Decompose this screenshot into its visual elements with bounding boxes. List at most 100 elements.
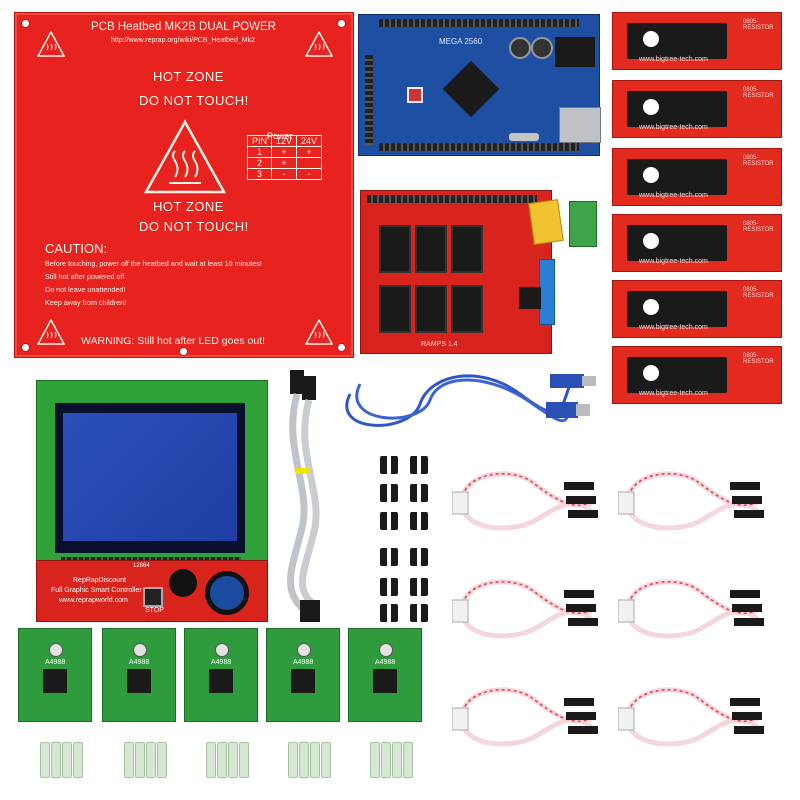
endstop-board: www.bigtree-tech.com 0805-RESISTOR	[612, 148, 782, 206]
driver-chip	[209, 669, 233, 693]
potentiometer	[133, 643, 147, 657]
lcd-site: www.reprapworld.com	[59, 597, 128, 604]
crystal	[509, 133, 539, 141]
jumper-cap	[380, 604, 398, 622]
lcd-brand: RepRapDiscount	[73, 577, 126, 584]
mosfet	[519, 287, 541, 309]
jumper-cap	[410, 456, 428, 474]
endstop-resistor-label: 0805-RESISTOR	[743, 221, 774, 233]
microcontroller-chip	[442, 60, 500, 118]
caution-line: Keep away from children!	[45, 298, 127, 307]
ramps-label: RAMPS 1.4	[421, 341, 458, 348]
endstop-cable	[452, 471, 598, 531]
heatsink	[40, 742, 90, 778]
driver-chip	[373, 669, 397, 693]
heatbed-url: http://www.reprap.org/wiki/PCB_Heatbed_M…	[111, 37, 255, 44]
hot-surface-icon	[305, 319, 333, 345]
jumper-cap	[380, 484, 398, 502]
power-table-12v: +	[271, 146, 298, 158]
endstop-resistor-label: 0805-RESISTOR	[743, 87, 774, 99]
usb-cable	[345, 374, 596, 427]
driver-label: A4988	[129, 659, 150, 666]
hot-surface-icon	[37, 31, 65, 57]
caution-line: Do not leave unattended!	[45, 285, 126, 294]
jumper-cap	[380, 548, 398, 566]
driver-chip	[127, 669, 151, 693]
caution-line: Still hot after powered off	[45, 272, 125, 281]
heatbed-title: PCB Heatbed MK2B DUAL POWER	[91, 21, 276, 33]
hot-surface-icon	[37, 319, 65, 345]
do-not-touch-label: DO NOT TOUCH!	[139, 93, 249, 108]
mounting-hole	[643, 167, 659, 183]
mounting-hole	[21, 19, 30, 28]
jumper-cap	[410, 484, 428, 502]
capacitor	[531, 37, 553, 59]
hot-surface-icon	[143, 119, 227, 194]
rotary-encoder-knob	[205, 571, 249, 615]
lcd-display	[63, 413, 237, 541]
endstop-url: www.bigtree-tech.com	[639, 56, 708, 63]
stepper-driver-board: A4988	[18, 628, 92, 722]
stepper-driver-board: A4988	[102, 628, 176, 722]
hot-zone-label: HOT ZONE	[153, 199, 224, 214]
driver-socket	[379, 225, 411, 273]
power-table-pin: 1	[246, 146, 273, 158]
mounting-hole	[643, 299, 659, 315]
endstop-board: www.bigtree-tech.com 0805-RESISTOR	[612, 80, 782, 138]
driver-socket	[415, 285, 447, 333]
mounting-hole	[179, 347, 188, 356]
potentiometer	[215, 643, 229, 657]
jumper-cap	[410, 604, 428, 622]
endstop-board: www.bigtree-tech.com 0805-RESISTOR	[612, 346, 782, 404]
driver-chip	[291, 669, 315, 693]
endstop-resistor-label: 0805-RESISTOR	[743, 287, 774, 299]
mounting-hole	[337, 19, 346, 28]
lcd-product: Full Graphic Smart Controller	[51, 587, 142, 594]
stepper-driver-board: A4988	[184, 628, 258, 722]
jumper-cap	[380, 456, 398, 474]
power-table-pin: 3	[246, 168, 273, 180]
power-jack	[555, 37, 595, 67]
mounting-hole	[643, 365, 659, 381]
microswitch	[627, 225, 727, 261]
microswitch	[627, 159, 727, 195]
endstop-url: www.bigtree-tech.com	[639, 324, 708, 331]
stepper-driver-board: A4988	[348, 628, 422, 722]
power-table-24v-header: 24V	[296, 135, 323, 147]
microswitch	[627, 23, 727, 59]
mounting-hole	[643, 31, 659, 47]
endstop-resistor-label: 0805-RESISTOR	[743, 353, 774, 365]
microswitch	[627, 91, 727, 127]
heatsink	[370, 742, 420, 778]
power-terminal	[569, 201, 597, 247]
ramps-shield-board: RAMPS 1.4	[360, 190, 597, 354]
stop-button	[143, 587, 163, 607]
arduino-mega-board: MEGA 2560	[358, 14, 601, 156]
endstop-url: www.bigtree-tech.com	[639, 192, 708, 199]
driver-socket	[415, 225, 447, 273]
endstop-cable	[452, 579, 598, 639]
jumper-cap	[380, 578, 398, 596]
caution-line: Before touching, power off the heatbed a…	[45, 259, 262, 268]
power-table-12v: +	[271, 157, 298, 169]
endstop-cable	[452, 687, 598, 747]
endstop-resistor-label: 0805-RESISTOR	[743, 155, 774, 167]
power-table-24v: +	[296, 146, 323, 158]
jumper-cap	[380, 512, 398, 530]
stepper-driver-board: A4988	[266, 628, 340, 722]
header-pins	[379, 19, 579, 27]
lcd-screen	[55, 403, 245, 553]
potentiometer	[49, 643, 63, 657]
heatbed-pcb: PCB Heatbed MK2B DUAL POWER http://www.r…	[14, 12, 354, 358]
power-table: PIN 12V 24V 1 + + 2 + 3 - -	[246, 135, 323, 180]
endstop-resistor-label: 0805-RESISTOR	[743, 19, 774, 31]
driver-socket	[451, 285, 483, 333]
lcd-model: 12864	[133, 563, 150, 569]
driver-chip	[43, 669, 67, 693]
driver-label: A4988	[211, 659, 232, 666]
endstop-cable	[618, 687, 764, 747]
lcd-controller-pcb: RepRapDiscount Full Graphic Smart Contro…	[36, 560, 268, 622]
endstop-cable	[618, 579, 764, 639]
driver-socket	[379, 285, 411, 333]
header-pins	[379, 143, 579, 151]
